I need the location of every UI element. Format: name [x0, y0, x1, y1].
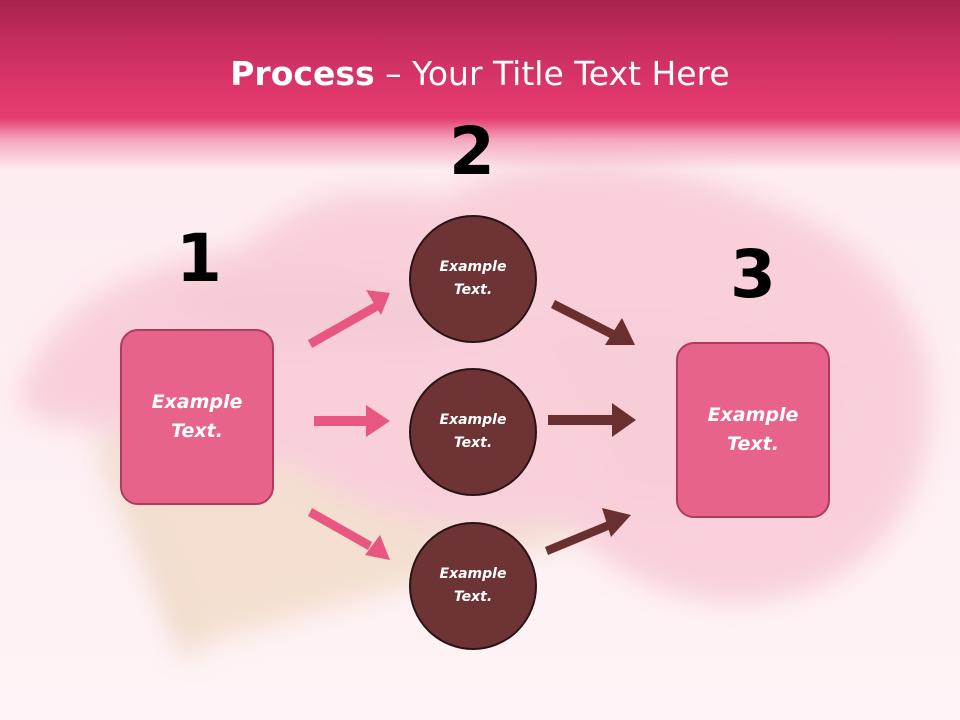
step-1-label: Example Text.	[151, 391, 243, 442]
step-2-circle-top: Example Text.	[409, 215, 537, 343]
step-number-3: 3	[730, 236, 776, 313]
arrow-from-bottom-circle	[545, 508, 631, 555]
step-1-box: Example Text.	[120, 329, 274, 505]
step-2-label-bottom: Example Text.	[439, 566, 507, 605]
arrow-from-top-circle	[551, 300, 635, 345]
step-2-circle-bottom: Example Text.	[409, 522, 537, 650]
title-band	[0, 0, 960, 170]
title-bold: Process	[230, 54, 375, 93]
step-2-circle-middle: Example Text.	[409, 368, 537, 496]
step-number-2: 2	[449, 113, 495, 190]
arrow-to-middle-circle	[314, 405, 390, 437]
arrow-to-top-circle	[308, 290, 390, 348]
step-2-label-middle: Example Text.	[439, 412, 507, 451]
title-rest: – Your Title Text Here	[374, 54, 730, 93]
step-3-box: Example Text.	[676, 342, 830, 518]
arrow-to-bottom-circle	[308, 508, 390, 560]
slide-title: Process – Your Title Text Here	[0, 52, 960, 96]
step-3-label: Example Text.	[707, 404, 799, 455]
step-2-label-top: Example Text.	[439, 259, 507, 298]
step-number-1: 1	[176, 220, 222, 297]
arrow-from-middle-circle	[548, 403, 636, 437]
